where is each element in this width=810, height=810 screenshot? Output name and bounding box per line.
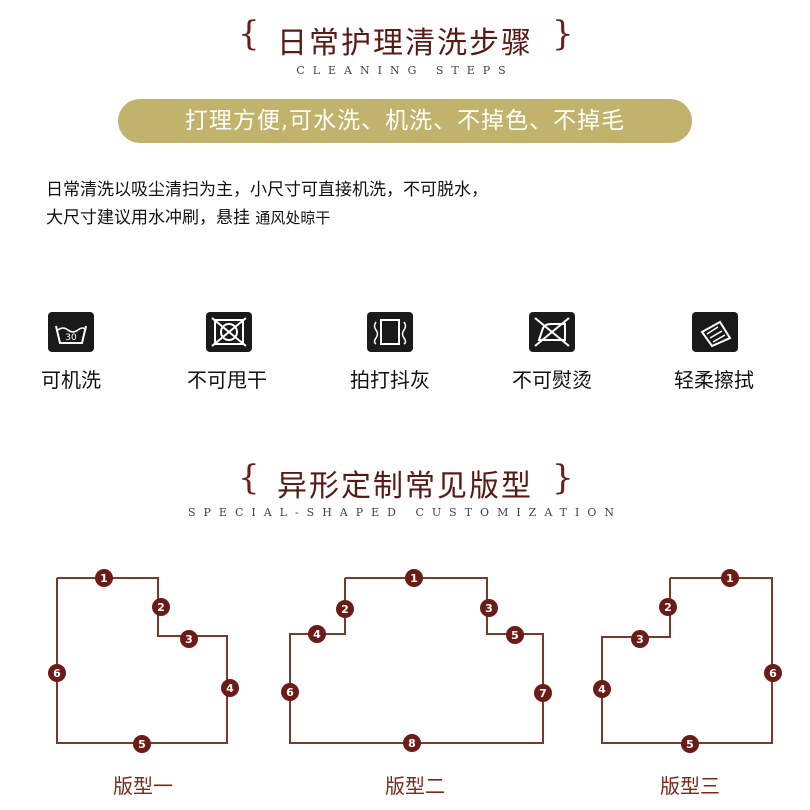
shape3-marker-label-5: 5: [686, 738, 694, 751]
care-paragraph-line2: 大尺寸建议用水冲刷，悬挂 通风处晾干: [46, 204, 488, 232]
shape2-marker-label-7: 7: [539, 687, 547, 700]
shape1-marker-3: [180, 630, 198, 648]
shape2-marker-1: [405, 569, 423, 587]
shape-label-1: 版型一: [113, 774, 173, 798]
shape1-marker-label-4: 4: [226, 682, 234, 695]
care-paragraph-line1: 日常清洗以吸尘清扫为主，小尺寸可直接机洗，不可脱水，: [46, 180, 488, 200]
shape2-marker-label-8: 8: [408, 737, 416, 750]
care-label-gentle-wipe: 轻柔擦拭: [674, 368, 754, 392]
shape1-marker-6: [48, 664, 66, 682]
shape2-marker-label-4: 4: [313, 628, 321, 641]
shape2-marker-label-1: 1: [410, 572, 418, 585]
shape3-marker-1: [721, 569, 739, 587]
shape3-marker-label-3: 3: [636, 633, 644, 646]
shape1-marker-5: [133, 735, 151, 753]
svg-text:30: 30: [65, 333, 77, 343]
shapes-diagram: 1 2 3 4 5 6 1 2 3 4 5 6 7 8 1 2 3 4 5 6: [48, 569, 782, 753]
care-label-beat-dust: 拍打抖灰: [350, 368, 430, 392]
shape3-marker-3: [631, 630, 649, 648]
shape2-marker-label-5: 5: [511, 629, 519, 642]
shape2-marker-label-2: 2: [341, 603, 349, 616]
section-subtitle-cleaning: CLEANING STEPS: [296, 64, 514, 77]
shape1-marker-label-3: 3: [185, 633, 193, 646]
care-paragraph-line2b: 通风处晾干: [255, 209, 331, 227]
shape1-marker-label-6: 6: [53, 667, 61, 680]
shape2-marker-6: [281, 683, 299, 701]
care-paragraph-line2a: 大尺寸建议用水冲刷，悬挂: [46, 208, 250, 228]
beat-dust-icon: [367, 312, 413, 352]
shape2-marker-label-3: 3: [485, 602, 493, 615]
shape2-marker-label-6: 6: [286, 686, 294, 699]
shape1-outline: [56, 577, 228, 744]
brace-left-2: {: [238, 458, 260, 498]
feature-banner: 打理方便,可水洗、机洗、不掉色、不掉毛: [118, 99, 692, 143]
shape1-marker-label-2: 2: [157, 601, 165, 614]
care-label-no-iron: 不可熨烫: [512, 368, 592, 392]
shape-label-3: 版型三: [660, 774, 720, 798]
washtub-icon: 30: [48, 312, 94, 352]
brace-left: {: [238, 14, 260, 54]
shape2-marker-2: [336, 600, 354, 618]
shape-label-2: 版型二: [385, 774, 445, 798]
shape3-outline: [601, 577, 773, 744]
shape1-marker-4: [221, 679, 239, 697]
section-subtitle-shapes: SPECIAL-SHAPED CUSTOMIZATION: [187, 506, 622, 519]
shape2-outline: [289, 577, 544, 744]
care-label-no-spin: 不可甩干: [187, 368, 267, 392]
care-label-machine-wash: 可机洗: [41, 368, 101, 392]
hand-wipe-icon: [692, 312, 738, 352]
section-title-shapes: 异形定制常见版型: [277, 469, 533, 504]
shape3-marker-4: [593, 680, 611, 698]
shape3-marker-label-1: 1: [726, 572, 734, 585]
shape2-marker-4: [308, 625, 326, 643]
no-iron-icon: [529, 312, 575, 352]
shape1-marker-2: [152, 598, 170, 616]
shape3-marker-label-4: 4: [598, 683, 606, 696]
section-title-cleaning: 日常护理清洗步骤: [277, 26, 533, 61]
shape2-marker-3: [480, 599, 498, 617]
care-paragraph: 日常清洗以吸尘清扫为主，小尺寸可直接机洗，不可脱水， 大尺寸建议用水冲刷，悬挂 …: [46, 176, 488, 232]
no-tumble-dry-icon: [206, 312, 252, 352]
shape3-marker-label-6: 6: [769, 667, 777, 680]
shape2-marker-8: [403, 734, 421, 752]
brace-right-2: }: [552, 458, 574, 498]
shape3-marker-6: [764, 664, 782, 682]
shape1-marker-label-1: 1: [100, 572, 108, 585]
shape1-marker-label-5: 5: [138, 738, 146, 751]
shape2-marker-7: [534, 684, 552, 702]
shape3-marker-label-2: 2: [664, 601, 672, 614]
shape3-marker-2: [659, 598, 677, 616]
shape1-marker-1: [95, 569, 113, 587]
brace-right: }: [552, 14, 574, 54]
shape3-marker-5: [681, 735, 699, 753]
shape2-marker-5: [506, 626, 524, 644]
